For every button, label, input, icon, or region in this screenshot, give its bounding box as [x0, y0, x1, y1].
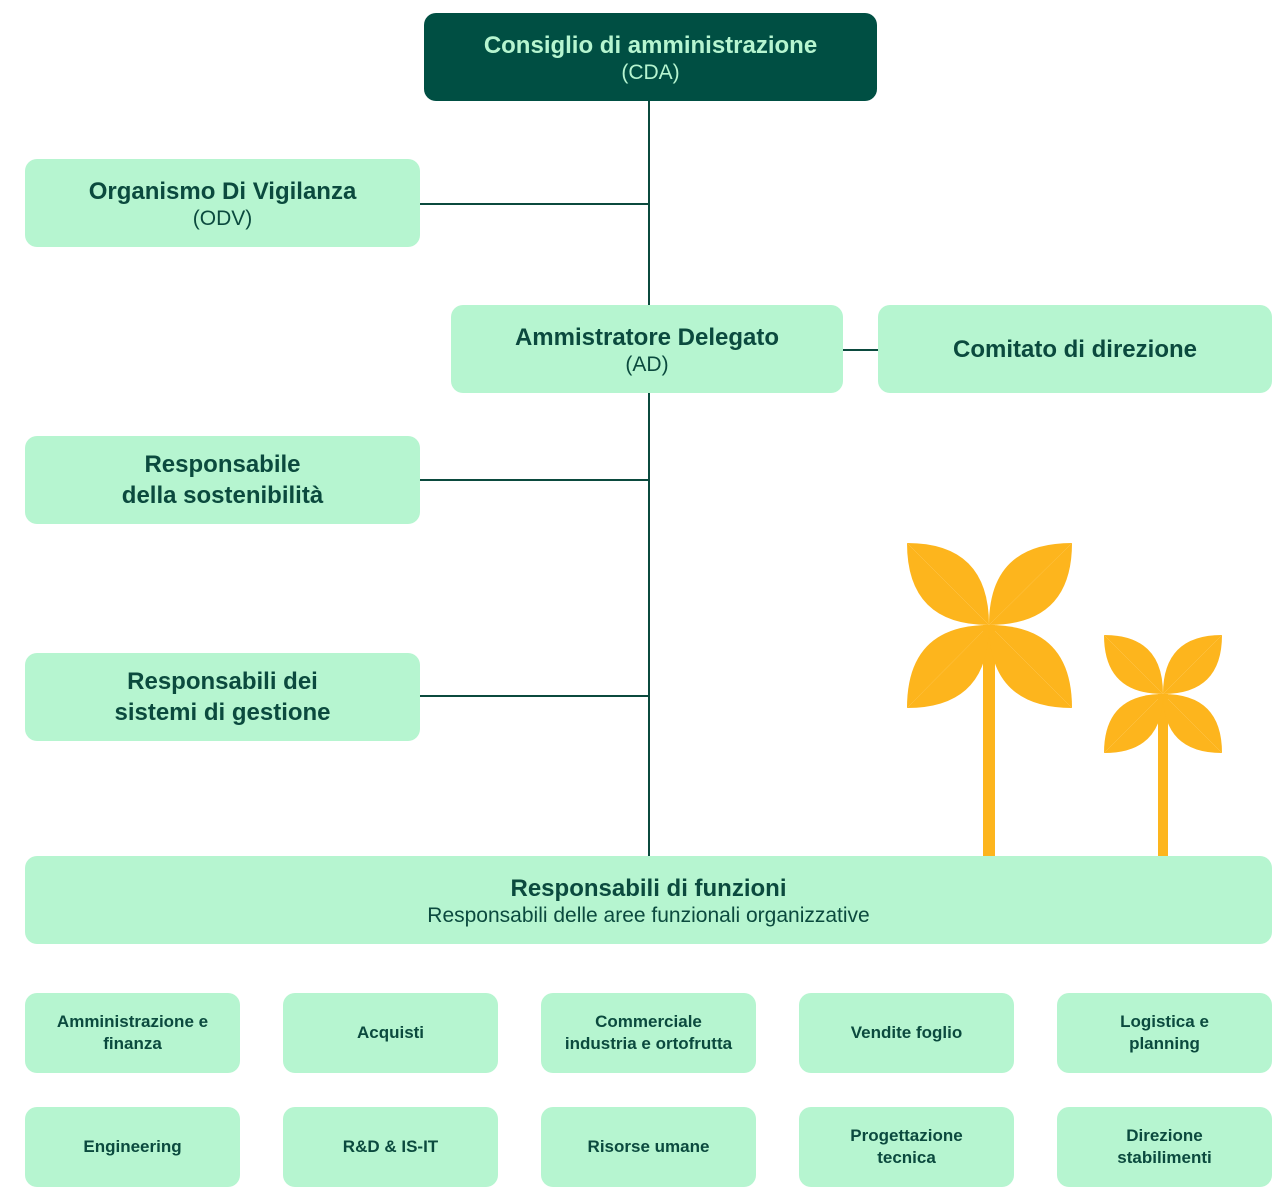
- dept-label: Progettazione tecnica: [850, 1126, 963, 1167]
- ad-box: Ammistratore Delegato (AD): [451, 305, 843, 393]
- dept-label: Engineering: [83, 1137, 182, 1156]
- trunk-line: [648, 100, 650, 857]
- odv-box: Organismo Di Vigilanza (ODV): [25, 159, 420, 247]
- funzioni-title: Responsabili di funzioni: [510, 874, 787, 902]
- funzioni-box: Responsabili di funzioni Responsabili de…: [25, 856, 1272, 944]
- sostenibilita-box: Responsabile della sostenibilità: [25, 436, 420, 524]
- odv-title: Organismo Di Vigilanza: [88, 177, 357, 205]
- cda-subtitle: (CDA): [621, 60, 680, 84]
- sistemi-connector: [420, 695, 649, 697]
- dept-box: Progettazione tecnica: [799, 1107, 1014, 1187]
- odv-connector: [420, 203, 649, 205]
- dept-label: Direzione stabilimenti: [1117, 1126, 1212, 1167]
- comitato-title: Comitato di direzione: [952, 335, 1197, 363]
- ad-title: Ammistratore Delegato: [514, 323, 780, 351]
- dept-box: Logistica e planning: [1057, 993, 1272, 1073]
- large-flower-icon: [907, 543, 1072, 857]
- dept-label: Commerciale industria e ortofrutta: [564, 1012, 733, 1053]
- dept-label: Logistica e planning: [1120, 1012, 1209, 1053]
- dept-label: Risorse umane: [587, 1137, 710, 1156]
- dept-box: Vendite foglio: [799, 993, 1014, 1073]
- dept-label: Amministrazione e finanza: [56, 1012, 209, 1053]
- funzioni-subtitle: Responsabili delle aree funzionali organ…: [427, 903, 870, 927]
- dept-box: Amministrazione e finanza: [25, 993, 240, 1073]
- cda-title: Consiglio di amministrazione: [483, 31, 818, 59]
- cda-box: Consiglio di amministrazione (CDA): [424, 13, 877, 101]
- odv-subtitle: (ODV): [192, 206, 253, 230]
- dept-box: Engineering: [25, 1107, 240, 1187]
- sostenibilita-title: Responsabile della sostenibilità: [121, 451, 324, 509]
- small-flower-icon: [1104, 635, 1222, 857]
- dept-box: Acquisti: [283, 993, 498, 1073]
- ad-subtitle: (AD): [625, 352, 669, 376]
- dept-box: R&D & IS-IT: [283, 1107, 498, 1187]
- dept-label: Vendite foglio: [850, 1023, 963, 1042]
- comitato-box: Comitato di direzione: [878, 305, 1272, 393]
- dept-box: Direzione stabilimenti: [1057, 1107, 1272, 1187]
- dept-label: R&D & IS-IT: [342, 1137, 439, 1156]
- dept-label: Acquisti: [356, 1023, 425, 1042]
- sostenibilita-connector: [420, 479, 649, 481]
- sistemi-title: Responsabili dei sistemi di gestione: [114, 668, 331, 726]
- dept-box: Commerciale industria e ortofrutta: [541, 993, 756, 1073]
- comitato-connector: [843, 349, 878, 351]
- sistemi-box: Responsabili dei sistemi di gestione: [25, 653, 420, 741]
- dept-box: Risorse umane: [541, 1107, 756, 1187]
